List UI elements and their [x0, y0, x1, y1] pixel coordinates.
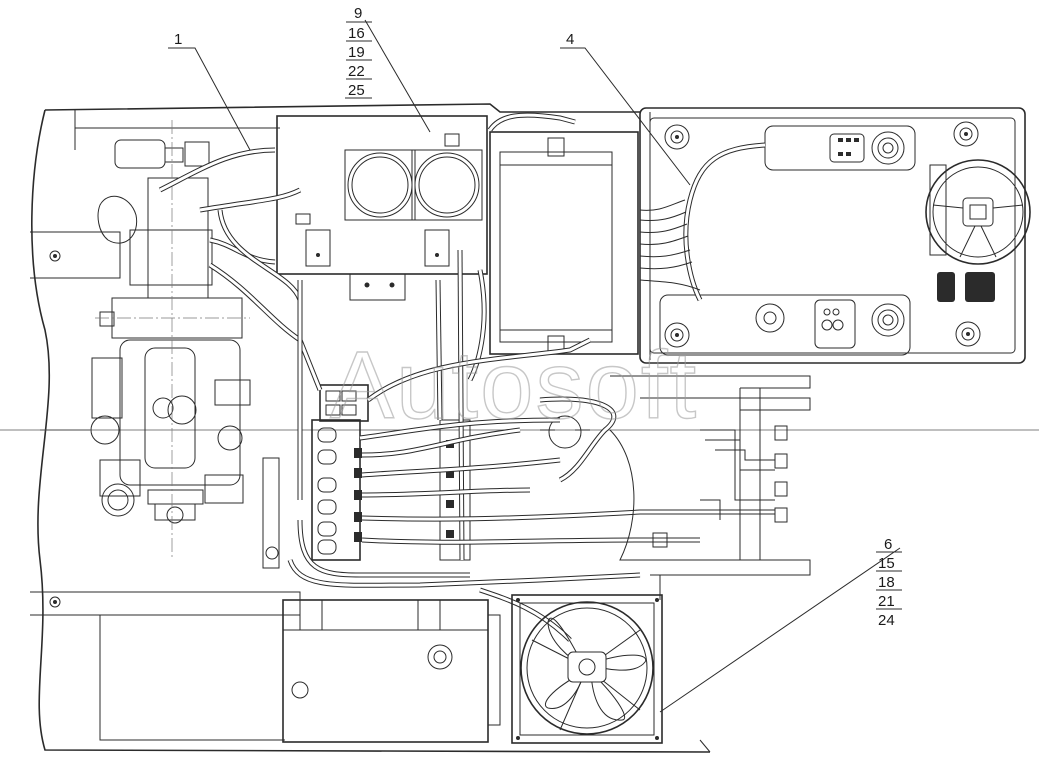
steering-wheel — [925, 159, 1031, 265]
callout-6: 6 15 18 21 24 — [876, 536, 902, 629]
lower-tank — [282, 599, 501, 743]
hydraulic-tank — [487, 112, 639, 355]
engine-pump-unit — [90, 120, 280, 569]
callout-leaders — [168, 19, 901, 713]
callout-9-ref-22: 22 — [348, 63, 365, 80]
callout-4-number: 4 — [566, 31, 574, 48]
callout-6-ref-21: 21 — [878, 593, 895, 610]
callout-9-ref-25: 25 — [348, 82, 365, 99]
watermark: Autosoft — [330, 332, 698, 439]
callout-1: 1 — [174, 31, 182, 48]
pedal-right — [965, 272, 995, 302]
callout-9-ref-19: 19 — [348, 44, 365, 61]
callout-6-ref-18: 18 — [878, 574, 895, 591]
control-panel — [639, 107, 1031, 364]
valve-block-9 — [276, 115, 488, 301]
frame-right-rails — [609, 375, 811, 600]
mounting-bolt — [664, 121, 981, 348]
callout-4: 4 — [566, 31, 574, 48]
callout-6-ref-24: 24 — [878, 612, 895, 629]
joystick-base-lower — [659, 294, 911, 356]
callout-1-number: 1 — [174, 31, 182, 48]
callout-9-number: 9 — [354, 5, 362, 22]
callout-9: 9 16 19 22 25 — [346, 5, 372, 99]
joystick-base-upper — [764, 125, 916, 171]
cooling-fan-6 — [511, 594, 663, 744]
callout-9-ref-16: 16 — [348, 25, 365, 42]
callout-6-number: 6 — [884, 536, 892, 553]
frame-bolt — [49, 250, 61, 608]
pedal-left — [937, 272, 955, 302]
callout-6-ref-15: 15 — [878, 555, 895, 572]
